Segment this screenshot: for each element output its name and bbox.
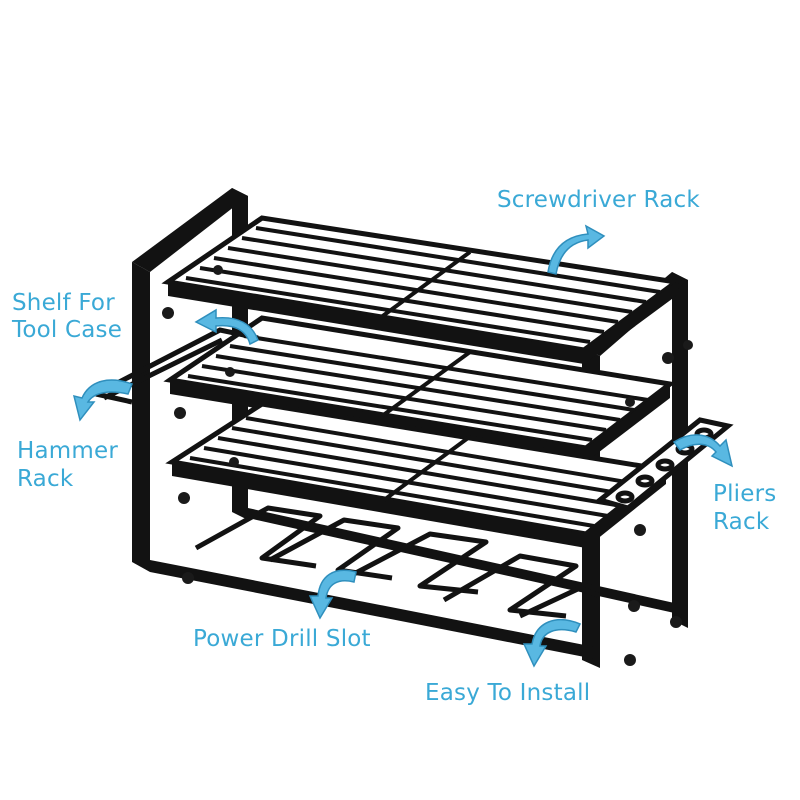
power-drill-slot-label: Power Drill Slot bbox=[193, 626, 371, 652]
arrow-easy-install bbox=[522, 619, 582, 668]
hammer-rack-label-line2: Rack bbox=[17, 466, 74, 492]
pliers-rack-label-line1: Pliers bbox=[713, 481, 777, 507]
screwdriver-shelf bbox=[161, 215, 683, 364]
shelf-for-tool-case-label-line1: Shelf For bbox=[12, 290, 115, 316]
easy-to-install-label: Easy To Install bbox=[425, 680, 591, 706]
shelf-for-tool-case-label-line2: Tool Case bbox=[12, 317, 123, 343]
pliers-rack-label-line2: Rack bbox=[713, 509, 770, 535]
bottom-shelf bbox=[165, 401, 672, 548]
arrow-power-drill bbox=[308, 569, 357, 620]
hammer-rack-label-line1: Hammer bbox=[17, 438, 119, 464]
power-drill-slots bbox=[194, 505, 601, 619]
screwdriver-rack-label: Screwdriver Rack bbox=[497, 187, 700, 213]
arrow-shelf-tool-case bbox=[194, 308, 259, 346]
arrow-pliers bbox=[672, 434, 734, 468]
mounting-screws bbox=[162, 265, 693, 666]
arrow-hammer bbox=[72, 379, 133, 422]
arrow-screwdriver bbox=[547, 224, 606, 275]
callout-arrows bbox=[72, 224, 734, 668]
